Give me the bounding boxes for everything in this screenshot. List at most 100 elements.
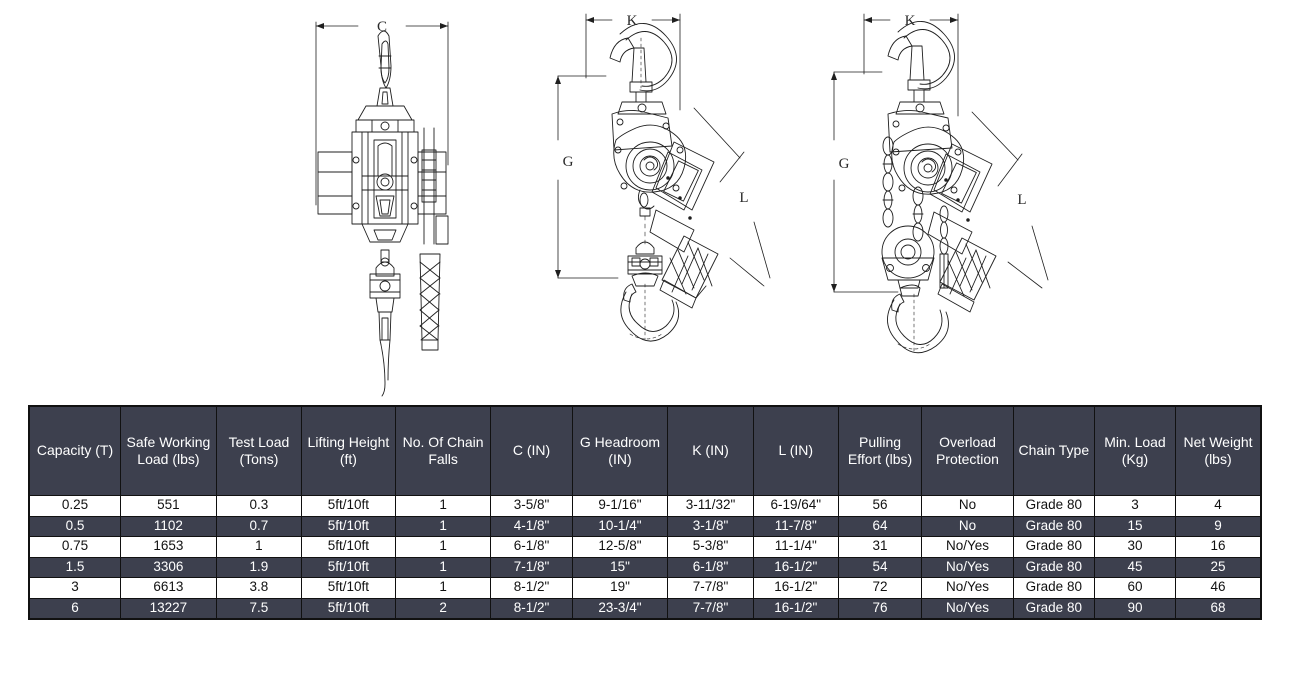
table-cell: 1102	[120, 515, 217, 537]
table-cell: 46	[1175, 577, 1262, 599]
table-cell: 10-1/4"	[571, 515, 669, 537]
table-cell: No/Yes	[921, 556, 1014, 578]
hoist-top-frame	[611, 101, 673, 151]
table-cell: 4-1/8"	[490, 515, 573, 537]
table-header-cell-0: Capacity (T)	[28, 405, 122, 496]
bottom-hook-assembly	[369, 249, 401, 397]
dimension-k-line	[585, 13, 681, 111]
table-cell: 19"	[571, 577, 669, 599]
dimension-g-line	[555, 75, 619, 279]
hoist-top-yoke	[355, 105, 415, 133]
header-line: (ft)	[339, 451, 357, 467]
lever-knurled-grip	[937, 237, 997, 313]
table-cell: 23-3/4"	[571, 597, 669, 620]
table-cell: 1	[394, 577, 492, 599]
table-cell: 60	[1093, 577, 1177, 599]
table-cell: No	[921, 495, 1014, 517]
table-cell: 11-7/8"	[752, 515, 839, 537]
lever-knurled-grip	[659, 235, 719, 309]
table-header-cell-11: Chain Type	[1012, 405, 1095, 496]
drawing-lever-hoist-single-fall: K G L	[548, 0, 798, 398]
table-cell: 3-11/32"	[667, 495, 754, 517]
header-line: (Tons)	[239, 451, 279, 467]
table-cell: 3.8	[215, 577, 303, 599]
dimension-label-l: L	[739, 190, 748, 206]
drawing-lever-hoist-front-view: C	[296, 0, 496, 398]
table-cell: 1	[394, 495, 492, 517]
hoist-lower-frame	[361, 223, 409, 243]
table-cell: 54	[837, 556, 923, 578]
table-cell: 9-1/16"	[571, 495, 669, 517]
hoist-body-housing	[317, 131, 447, 225]
header-line: Net Weight	[1183, 433, 1253, 450]
table-header-cell-12: Min. Load(Kg)	[1093, 405, 1177, 496]
table-cell: No	[921, 515, 1014, 537]
table-cell: Grade 80	[1012, 536, 1095, 558]
drawing-lever-hoist-double-fall: K G L	[822, 0, 1072, 398]
table-header-cell-8: L (IN)	[752, 405, 839, 496]
table-cell: 3	[1093, 495, 1177, 517]
table-header-cell-13: Net Weight(lbs)	[1175, 405, 1262, 496]
top-hook-assembly	[376, 30, 394, 107]
table-cell: 1653	[120, 536, 217, 558]
table-cell: 30	[1093, 536, 1177, 558]
table-cell: 15"	[571, 556, 669, 578]
table-cell: 6	[28, 597, 122, 620]
table-cell: 7-1/8"	[490, 556, 573, 578]
dimension-label-l: L	[1017, 192, 1026, 208]
table-cell: 76	[837, 597, 923, 620]
lever-handle-assembly	[419, 127, 449, 351]
header-line: Overload	[939, 433, 996, 450]
table-cell: No/Yes	[921, 597, 1014, 620]
table-cell: 5ft/10ft	[301, 597, 396, 620]
table-cell: 5ft/10ft	[301, 536, 396, 558]
table-cell: 90	[1093, 597, 1177, 620]
table-cell: Grade 80	[1012, 577, 1095, 599]
dimension-label-g: G	[839, 156, 850, 172]
dimension-g-line	[831, 71, 899, 293]
table-cell: 551	[120, 495, 217, 517]
bottom-hook	[887, 284, 949, 354]
header-line: Min. Load	[1104, 433, 1166, 450]
table-cell: 16-1/2"	[752, 577, 839, 599]
table-cell: 1	[394, 515, 492, 537]
table-cell: 72	[837, 577, 923, 599]
table-cell: 7-7/8"	[667, 597, 754, 620]
dimension-l-line	[971, 111, 1049, 289]
load-chain-and-bottom-hook	[620, 189, 680, 342]
table-header-cell-2: Test Load(Tons)	[215, 405, 303, 496]
table-cell: 0.25	[28, 495, 122, 517]
hoist-top-frame	[887, 101, 953, 153]
table-cell: 68	[1175, 597, 1262, 620]
table-cell: Grade 80	[1012, 556, 1095, 578]
table-cell: 5-3/8"	[667, 536, 754, 558]
table-cell: 6613	[120, 577, 217, 599]
front-view-svg: C	[315, 19, 449, 397]
header-line: No. Of Chain	[402, 433, 484, 450]
table-header-cell-5: C (IN)	[490, 405, 573, 496]
dimension-label-k: K	[627, 13, 638, 29]
table-cell: 1	[215, 536, 303, 558]
table-cell: 0.7	[215, 515, 303, 537]
table-cell: Grade 80	[1012, 597, 1095, 620]
table-cell: 0.5	[28, 515, 122, 537]
table-cell: 2	[394, 597, 492, 620]
table-cell: 0.3	[215, 495, 303, 517]
header-line: (Kg)	[1121, 451, 1149, 467]
table-cell: 56	[837, 495, 923, 517]
header-line: Safe Working	[126, 433, 211, 450]
table-cell: 16	[1175, 536, 1262, 558]
table-cell: 5ft/10ft	[301, 556, 396, 578]
dimension-c-line	[315, 21, 449, 206]
table-cell: 1	[394, 536, 492, 558]
